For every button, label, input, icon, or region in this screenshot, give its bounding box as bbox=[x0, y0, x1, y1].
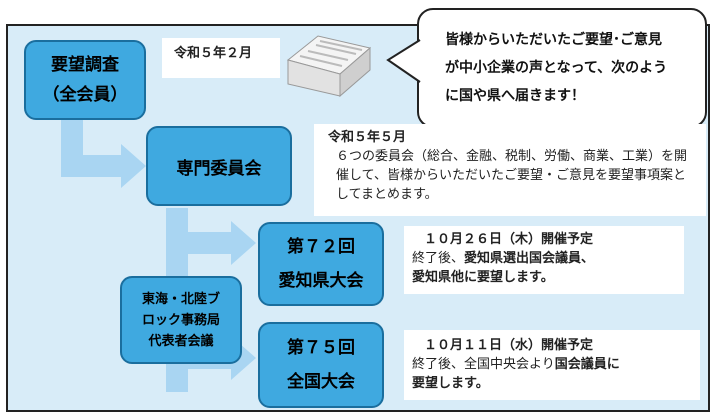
step-aichi-date: １０月２６日（木）開催予定 bbox=[424, 232, 594, 247]
step-committee-date: 令和５年５月 bbox=[328, 130, 407, 145]
step-survey-subtitle: （全会員） bbox=[42, 85, 128, 105]
step-committee-box: 専門委員会 bbox=[146, 126, 292, 206]
step-committee-desc-box: 令和５年５月 ６つの委員会（総合、金融、税制、労働、商業、工業）を開催して、皆様… bbox=[314, 124, 706, 216]
side-meeting-line-2: ロック事務局 bbox=[141, 312, 220, 328]
step-survey-box: 要望調査 （全会員） bbox=[24, 40, 146, 120]
arrow-to-step3 bbox=[188, 221, 256, 265]
bubble-line-3: に国や県へ届きます！ bbox=[445, 88, 585, 104]
step-national-desc-a: 終了後、全国中央会より bbox=[412, 357, 555, 372]
side-meeting-box: 東海・北陸ブ ロック事務局 代表者会議 bbox=[120, 276, 242, 364]
step-national-box: 第７５回 全国大会 bbox=[258, 322, 384, 408]
bubble-line-1: 皆様からいただいたご要望･ご意見 bbox=[445, 32, 662, 48]
step-aichi-subtitle: 愛知県大会 bbox=[278, 271, 364, 291]
bubble-line-2: が中小企業の声となって、次のよう bbox=[445, 60, 668, 76]
arrow-step1-to-step2 bbox=[61, 118, 146, 188]
step-aichi-desc-a: 終了後、 bbox=[412, 251, 465, 266]
step-national-desc-box: １０月１１日（水）開催予定 終了後、全国中央会より国会議員に 要望します。 bbox=[404, 330, 700, 400]
step-aichi-desc-c: 愛知県他に要望します。 bbox=[412, 270, 554, 285]
step-national-title: 第７５回 bbox=[287, 338, 355, 358]
step-national-desc-b: 国会議員に bbox=[554, 357, 620, 372]
step-survey-date-box: 令和５年２月 bbox=[162, 38, 280, 78]
step-aichi-desc-box: １０月２６日（木）開催予定 終了後、愛知県選出国会議員、 愛知県他に要望します。 bbox=[404, 226, 684, 294]
document-stack-icon bbox=[286, 35, 372, 98]
step-survey-date: 令和５年２月 bbox=[174, 46, 253, 61]
step-aichi-desc-b: 愛知県選出国会議員、 bbox=[464, 251, 595, 266]
step-national-subtitle: 全国大会 bbox=[287, 372, 355, 392]
step-aichi-title: 第７２回 bbox=[287, 237, 355, 257]
side-meeting-line-1: 東海・北陸ブ bbox=[141, 291, 220, 307]
step-survey-title: 要望調査 bbox=[51, 55, 119, 75]
side-meeting-line-3: 代表者会議 bbox=[148, 333, 214, 349]
step-committee-desc: ６つの委員会（総合、金融、税制、労働、商業、工業）を開催して、皆様からいただいた… bbox=[336, 149, 688, 202]
step-committee-title: 専門委員会 bbox=[176, 158, 262, 179]
step-aichi-box: 第７２回 愛知県大会 bbox=[258, 222, 384, 306]
step-national-date: １０月１１日（水）開催予定 bbox=[424, 338, 594, 353]
step-national-desc-c: 要望します。 bbox=[412, 376, 489, 391]
